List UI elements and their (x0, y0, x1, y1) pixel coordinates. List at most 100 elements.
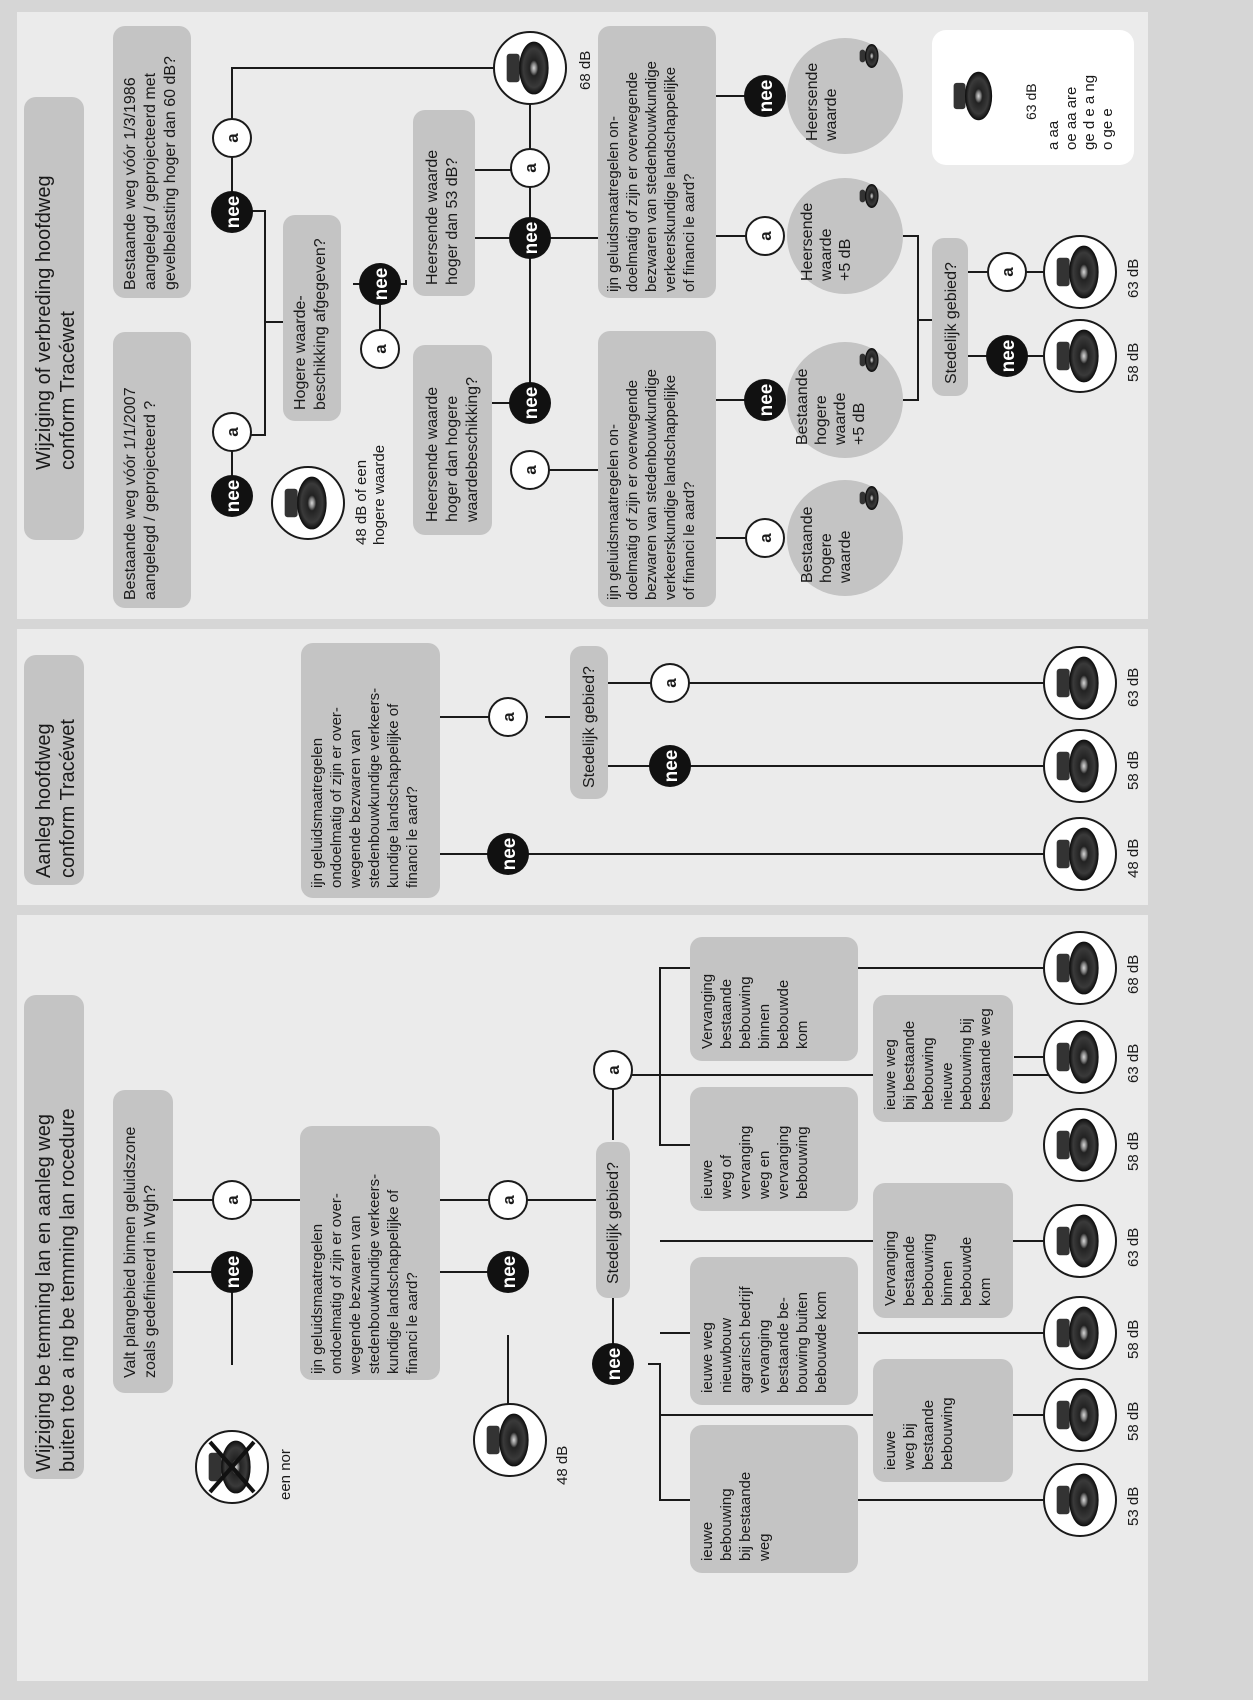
speaker-icon (859, 347, 879, 373)
speaker-magnet (506, 53, 520, 83)
speaker-icon (1043, 1108, 1117, 1182)
question-heersende-hogere (413, 345, 492, 535)
no-answer-label: nee (756, 384, 777, 417)
speaker-cone (1069, 1306, 1099, 1360)
no-answer-label: nee (661, 750, 682, 783)
result-circle-c3-text-line: hogere (813, 395, 830, 445)
category-boxD-text-line: binnen (939, 1261, 956, 1306)
no-answer-node (211, 475, 253, 517)
legend-value: 63 dB (1023, 83, 1039, 120)
question-geluidsmaatregelen-b-text-line: ijn geluidsmaatregelen on- (605, 424, 622, 600)
question-geluidszone (113, 1090, 173, 1393)
question-geluidszone-text-line: zoals gedefinieerd in Wgh? (142, 1185, 159, 1378)
yes-answer-node (510, 148, 550, 188)
result-value: 58 dB (1125, 1402, 1142, 1441)
speaker-cone (1069, 656, 1099, 710)
speaker-icon (1043, 931, 1117, 1005)
speaker-cone (864, 485, 879, 511)
category-boxE-text-line: nieuwbouw (718, 1318, 735, 1393)
question-geluidsmaatregelen-b-text: ijn geluidsmaatregelen on-doelmatig of z… (605, 369, 698, 600)
panel-title-bestemmingsplan (24, 995, 84, 1479)
no-answer-label: nee (223, 480, 244, 513)
category-boxE (690, 1257, 858, 1405)
yes-answer-node (745, 518, 785, 558)
result-48-db-of-hogere-line: 48 dB of een (353, 460, 370, 545)
result-value: 58 dB (1125, 1132, 1142, 1171)
question-geluidsmaatregelen-bp (300, 1126, 440, 1380)
result-circle-c2-text-line: Heersende (799, 203, 816, 281)
question-stedelijk-gebied (932, 238, 968, 396)
category-boxB (873, 995, 1013, 1122)
speaker-cone (864, 43, 879, 69)
speaker-cone (1069, 827, 1099, 881)
speaker-cone (1069, 1473, 1099, 1527)
yes-answer-label: a (756, 231, 775, 241)
speaker-magnet (859, 353, 866, 367)
speaker-magnet (1056, 1485, 1070, 1515)
legend-value-line: 63 dB (1023, 83, 1039, 120)
question-heersende-hogere-text-line: waardebeschikking? (464, 377, 481, 523)
no-answer-label: nee (604, 1348, 625, 1381)
yes-answer-label: a (521, 465, 540, 475)
result-value-line: 53 dB (1125, 1487, 1142, 1526)
result-circle-c4-text-line: Bestaande (799, 506, 816, 583)
question-geluidsmaatregelen-a-text-line: doelmatig of zijn er overwegende (624, 72, 641, 292)
no-answer-node (487, 1251, 529, 1293)
question-geluidsmaatregelen-aanleg-text-line: wegende bezwaren van (347, 730, 364, 889)
panel-title-line: Aanleg hoofdweg (33, 723, 55, 878)
no-answer-label: nee (499, 1256, 520, 1289)
result-circle-c1-text-line: Heersende (804, 63, 821, 141)
question-geluidsmaatregelen-bp-text-line: ijn geluidsmaatregelen (309, 1224, 326, 1374)
speaker-cone (519, 41, 549, 95)
panel-title-line: Wijziging be temming lan en aanleg weg (33, 1114, 55, 1472)
speaker-icon (1043, 646, 1117, 720)
yes-answer-node (488, 697, 528, 737)
result-48-db-of-hogere: 48 dB of eenhogere waarde (353, 445, 388, 545)
yes-answer-label: a (604, 1065, 623, 1075)
speaker-cone (297, 476, 327, 530)
category-boxB-text-line: bebouwing (920, 1037, 937, 1110)
speaker-cone (864, 183, 879, 209)
result-58-db-line: 58 dB (1125, 343, 1142, 382)
question-hogere-waardebeschikking (283, 215, 341, 421)
result-68-db-line: 68 dB (577, 51, 594, 90)
no-answer-node (359, 263, 401, 305)
speaker-icon (1043, 319, 1117, 393)
question-geluidsmaatregelen-bp-text-line: wegende bezwaren van (347, 1216, 364, 1375)
speaker-icon (859, 183, 879, 209)
question-stedelijk-gebied-aanleg (570, 646, 608, 799)
result-value-line: 68 dB (1125, 955, 1142, 994)
panel-title-line: Wijziging of verbreding hoofdweg (33, 175, 55, 470)
category-boxF-text-line: bestaande (920, 1400, 937, 1470)
result-value: 53 dB (1125, 1487, 1142, 1526)
question-geluidsmaatregelen-bp-text-line: financi le aard? (404, 1272, 421, 1374)
speaker-icon (1043, 1463, 1117, 1537)
speaker-magnet (1056, 1400, 1070, 1430)
speaker-icon (859, 43, 879, 69)
category-boxC-text-line: vervanging (737, 1126, 754, 1199)
yes-answer-node (360, 329, 400, 369)
connector-line (231, 67, 520, 140)
result-48-db-of-hogere-line: hogere waarde (371, 445, 388, 545)
question-stedelijk-gebied-aanleg-text-line: Stedelijk gebied? (581, 666, 598, 788)
no-answer-node (487, 833, 529, 875)
yes-answer-label: a (223, 427, 242, 437)
speaker-cone (499, 1413, 529, 1467)
result-circle-c3-text-line: Bestaande (794, 368, 811, 445)
question-weg-2007 (113, 332, 191, 608)
panel-title-line: conform Tracéwet (57, 719, 79, 878)
speaker-magnet (1056, 341, 1070, 371)
yes-answer-label: a (998, 267, 1017, 277)
